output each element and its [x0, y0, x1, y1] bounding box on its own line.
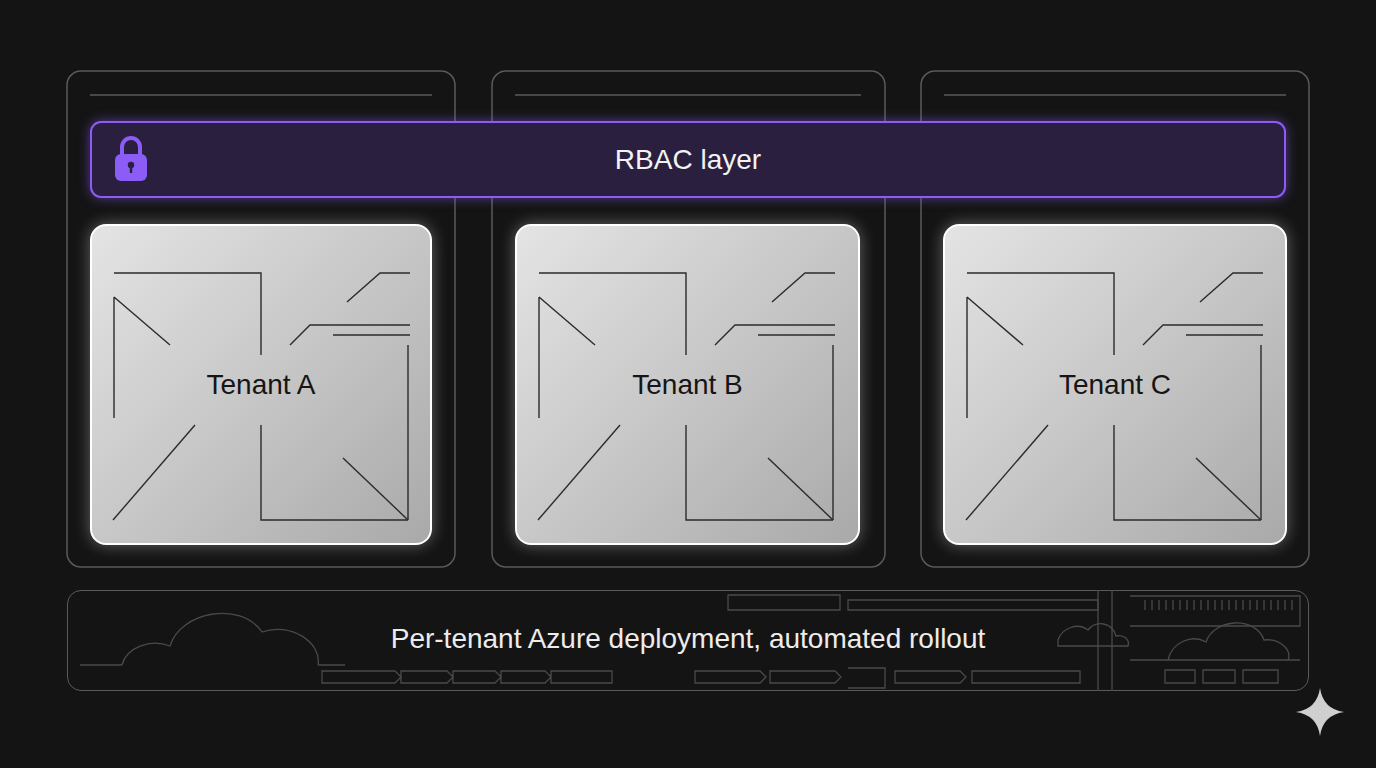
- tenant-decoration: [113, 273, 410, 520]
- tenant-decoration: [966, 273, 1263, 520]
- node-label: RBAC layer: [615, 143, 761, 177]
- column-rule: [90, 94, 432, 96]
- node-label: Per-tenant Azure deployment, automated r…: [391, 622, 986, 656]
- node-label: Tenant B: [632, 368, 743, 402]
- tenant-box: Tenant B: [515, 224, 860, 545]
- tenant-box: Tenant A: [90, 224, 432, 545]
- lock-icon: [115, 138, 147, 181]
- column-rule: [515, 94, 861, 96]
- sparkle-mark: [1296, 688, 1344, 736]
- rbac-band: RBAC layer: [90, 121, 1286, 198]
- deployment-band: Per-tenant Azure deployment, automated r…: [67, 590, 1309, 691]
- node-label: Tenant A: [207, 368, 316, 402]
- tenant-decoration: [538, 273, 835, 520]
- deployment-decoration: [80, 590, 1300, 691]
- column-rule: [944, 94, 1286, 96]
- tenant-box: Tenant C: [943, 224, 1287, 545]
- tenant-columns: [67, 71, 1309, 567]
- node-label: Tenant C: [1059, 368, 1171, 402]
